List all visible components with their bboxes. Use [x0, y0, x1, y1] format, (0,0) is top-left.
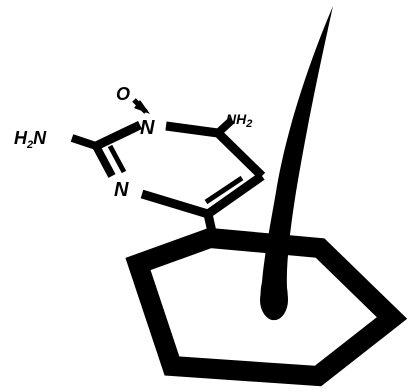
atom-ring-n-left: N	[114, 179, 129, 201]
bond-c4-c5	[214, 129, 266, 180]
atom-ring-n-top: N	[140, 117, 155, 139]
bond-n1-c2	[92, 144, 116, 178]
atom-piperidine-n: N	[198, 231, 213, 253]
piperidine-ring	[125, 227, 408, 387]
bond-amine-left	[70, 134, 98, 150]
bond-c6-npip	[203, 213, 217, 233]
bond-n3-c4	[165, 121, 219, 138]
coordinate-bond-arrow-icon	[132, 98, 150, 114]
pyrimidine-ring	[70, 117, 266, 233]
bond-c5-c6	[205, 172, 265, 218]
bond-c5-c6-double	[204, 175, 244, 205]
amine-right-label: NH2	[226, 111, 252, 130]
hair-strand-icon	[260, 6, 333, 321]
bond-c2-n3	[94, 120, 142, 151]
atom-oxygen: O	[116, 84, 130, 104]
bond-n1-c2-double	[107, 144, 127, 174]
bond-c6-n1	[140, 189, 210, 219]
bond-amine-right	[215, 117, 235, 136]
amine-left-label: H2N	[14, 128, 47, 151]
